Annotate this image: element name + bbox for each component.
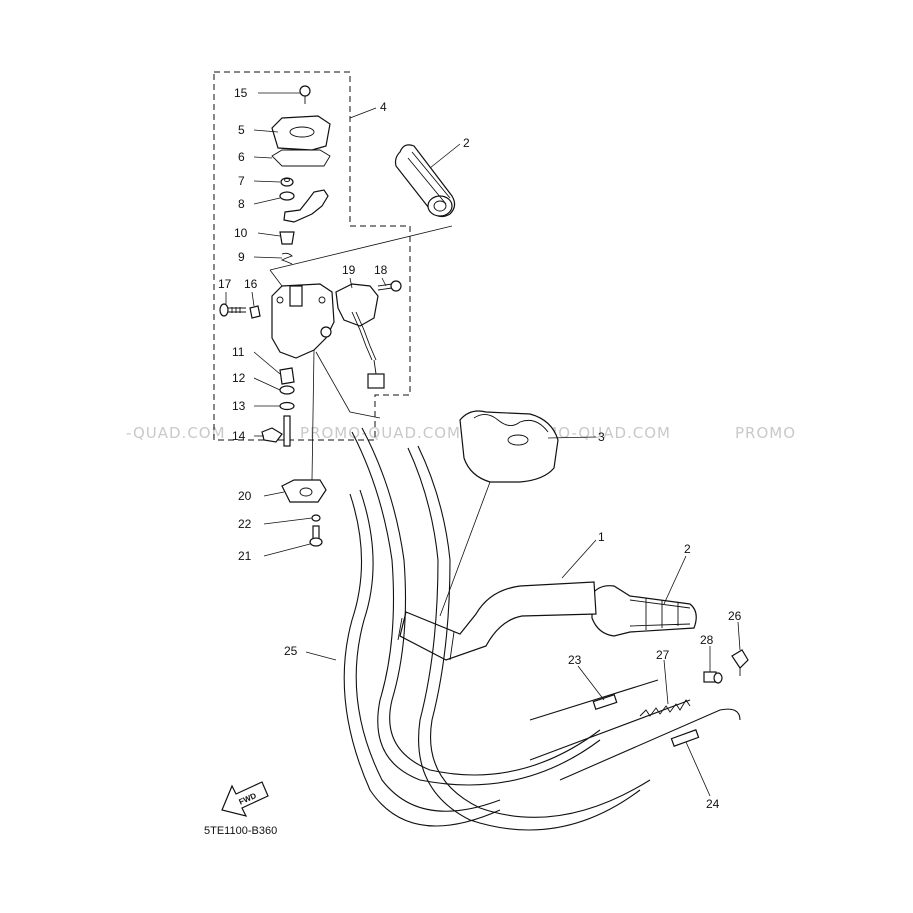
cable-sleeve-23 xyxy=(592,694,618,710)
cap-26 xyxy=(731,649,749,676)
label-23: 23 xyxy=(568,653,582,667)
label-11: 11 xyxy=(232,345,245,359)
pin-lever-14 xyxy=(261,415,291,447)
label-14: 14 xyxy=(232,429,246,443)
washer-12 xyxy=(279,385,295,395)
label-7: 7 xyxy=(238,174,245,188)
label-25: 25 xyxy=(284,644,298,658)
label-15: 15 xyxy=(234,86,248,100)
clamp-20 xyxy=(281,479,327,503)
switch-assembly xyxy=(219,85,402,447)
bolt-21 xyxy=(309,525,323,547)
label-6: 6 xyxy=(238,150,245,164)
housing-boss xyxy=(289,285,303,307)
label-26: 26 xyxy=(728,609,742,623)
label-24: 24 xyxy=(706,797,720,811)
switch-19 xyxy=(335,283,385,389)
label-8: 8 xyxy=(238,197,245,211)
bolt-17 xyxy=(219,303,246,317)
throttle-cover-3 xyxy=(459,410,559,483)
part-labels: 1 2 2 3 4 5 6 7 8 9 10 11 12 13 14 15 16… xyxy=(218,86,742,811)
screw-18 xyxy=(377,280,402,292)
washer-lever-8 xyxy=(279,189,329,223)
watermark-1: -QUAD.COM xyxy=(126,424,226,442)
label-2-lower: 2 xyxy=(684,542,691,556)
label-18: 18 xyxy=(374,263,388,277)
label-19: 19 xyxy=(342,263,356,277)
label-10: 10 xyxy=(234,226,248,240)
cable-sleeve-24 xyxy=(670,729,700,747)
label-21: 21 xyxy=(238,549,252,563)
connector xyxy=(367,373,385,389)
label-12: 12 xyxy=(232,371,246,385)
label-4: 4 xyxy=(380,100,387,114)
washer-22 xyxy=(311,514,321,522)
cables xyxy=(343,427,741,831)
label-16: 16 xyxy=(244,277,258,291)
washer-13 xyxy=(279,401,295,411)
switch-cover-5 xyxy=(271,115,331,151)
spring-9 xyxy=(280,252,293,265)
watermark-4: PROMO xyxy=(735,424,796,442)
grip-upper xyxy=(394,144,456,218)
label-28: 28 xyxy=(700,633,714,647)
leader-lines xyxy=(225,92,741,797)
switch-housing xyxy=(271,283,335,359)
spring-27 xyxy=(639,699,691,717)
label-27: 27 xyxy=(656,648,670,662)
label-5: 5 xyxy=(238,123,245,137)
label-2-upper: 2 xyxy=(463,136,470,150)
label-22: 22 xyxy=(238,517,252,531)
label-9: 9 xyxy=(238,250,245,264)
adjuster-28 xyxy=(703,671,723,684)
gasket-6 xyxy=(271,149,331,167)
adjuster-11 xyxy=(279,367,295,385)
nut-16 xyxy=(249,305,261,319)
watermark-2: PROMO-QUAD.COM xyxy=(300,424,461,442)
cover-detail xyxy=(289,126,315,138)
cable-port xyxy=(320,326,332,338)
handlebar-1 xyxy=(397,581,597,661)
label-3: 3 xyxy=(598,430,605,444)
label-13: 13 xyxy=(232,399,246,413)
label-20: 20 xyxy=(238,489,252,503)
label-1: 1 xyxy=(598,530,605,544)
label-17: 17 xyxy=(218,277,232,291)
fwd-arrow-icon: FWD xyxy=(221,781,269,817)
diagram-code: 5TE1100-B360 xyxy=(204,825,277,837)
screw-15 xyxy=(299,85,311,104)
bushing-10 xyxy=(279,231,295,245)
grip-lower xyxy=(591,585,697,637)
nut-7 xyxy=(280,177,294,187)
